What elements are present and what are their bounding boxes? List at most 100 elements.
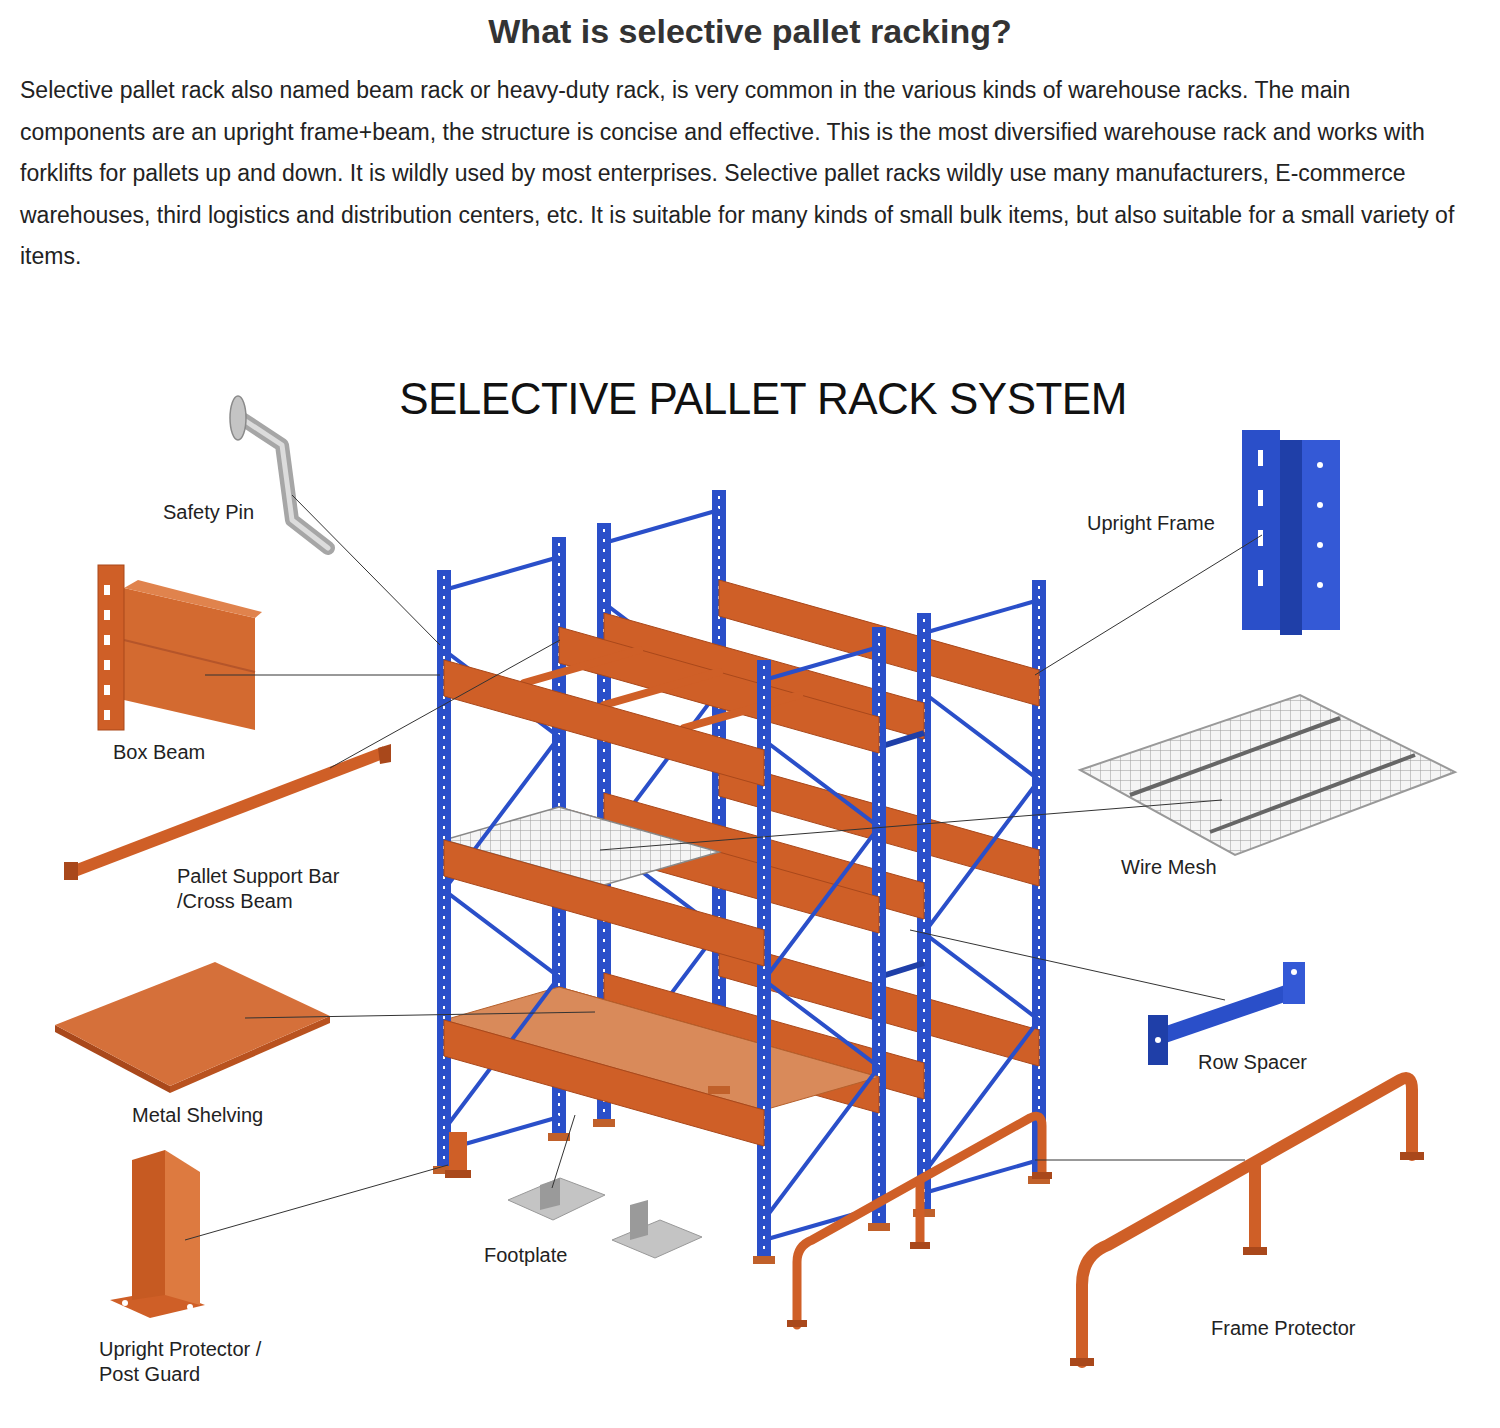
wire-mesh-part [1210, 755, 1415, 832]
beam [444, 840, 764, 966]
upright-protector-part [187, 1304, 193, 1310]
part-label: Row Spacer [1198, 1050, 1307, 1075]
safety-pin-part [244, 420, 328, 548]
row-spacer-part [1291, 969, 1297, 975]
upright-protector-part [110, 1150, 205, 1318]
beam [444, 660, 764, 786]
box-beam-part [104, 660, 110, 670]
row-spacer-part [1160, 985, 1285, 1045]
leader-line [205, 675, 440, 676]
footplate [868, 1223, 890, 1231]
post-guard [445, 1132, 471, 1178]
box-beam-part [104, 635, 110, 645]
upright-frame-part [1258, 570, 1263, 586]
footplate-part [630, 1200, 648, 1240]
part-label: Upright Frame [1087, 511, 1215, 536]
frame-protector [916, 1180, 925, 1245]
upright-frame-part [1258, 530, 1263, 546]
part-label: Metal Shelving [132, 1103, 263, 1128]
upright-frame-part [1242, 430, 1340, 635]
safety-pin-part [230, 396, 246, 440]
footplate [433, 1086, 1050, 1264]
part-label: Pallet Support Bar /Cross Beam [177, 864, 372, 914]
leader-line [600, 800, 1222, 850]
upright-frame-part [1317, 542, 1323, 548]
box-beam-part [104, 610, 110, 620]
leader-line [330, 640, 560, 768]
footplate [708, 1086, 730, 1094]
frame-bracing [604, 510, 719, 543]
row-spacer-part [1155, 1037, 1161, 1043]
upright-frame-part [1280, 440, 1302, 635]
part-label: Box Beam [113, 740, 205, 765]
frame-protector-part [1070, 1358, 1094, 1366]
upright-frame-part [1317, 502, 1323, 508]
footplate [753, 1256, 775, 1264]
cross-beam [604, 672, 719, 705]
frame-protector [910, 1242, 930, 1249]
beam [444, 660, 764, 1146]
row-spacer-part [1148, 962, 1305, 1065]
upright-frame-part [1317, 462, 1323, 468]
upright-frame-part [1302, 440, 1340, 630]
upright-protector-part [165, 1150, 200, 1305]
cross-beam [684, 695, 799, 728]
frame-bracing [924, 600, 1039, 633]
upright-protector-part [132, 1150, 165, 1300]
frame-protector [787, 1320, 807, 1327]
leader-line [185, 1165, 448, 1240]
safety-pin-part [230, 396, 328, 548]
box-beam-part [104, 685, 110, 695]
beam [444, 1020, 764, 1146]
leader-line [185, 495, 1262, 1240]
frame-protector [797, 1116, 1042, 1325]
box-beam-part [104, 585, 110, 595]
leader-line [292, 495, 440, 645]
upright-frame-part [1317, 582, 1323, 588]
leader-line [1035, 1160, 1245, 1161]
frame-bracing [764, 647, 879, 680]
intro-paragraph: Selective pallet rack also named beam ra… [20, 70, 1482, 278]
frame-protector-part [1070, 1078, 1424, 1366]
frame-bracing [444, 557, 559, 590]
footplate-part [508, 1178, 605, 1220]
frame-bracing [444, 557, 879, 1240]
frame-protector-part [1243, 1247, 1267, 1255]
upright-frame-part [1258, 490, 1263, 506]
pallet-support-bar-part [64, 744, 391, 880]
footplate-part [540, 1178, 560, 1210]
frame-protector-part [1400, 1152, 1424, 1160]
wire-mesh-part [1080, 695, 1455, 855]
part-label: Frame Protector [1211, 1316, 1355, 1341]
upright-protector-part [122, 1300, 128, 1306]
box-beam-part [98, 565, 124, 730]
post-guard [449, 1132, 467, 1174]
metal-shelving-part [55, 962, 330, 1093]
leader-line [552, 1115, 575, 1188]
leader-line [245, 1012, 595, 1018]
part-label: Wire Mesh [1121, 855, 1217, 880]
upright-frame-part [1258, 450, 1263, 466]
upright-post [437, 570, 771, 1260]
wire-mesh-part [1080, 695, 1455, 855]
row-spacer-part [1283, 962, 1305, 1004]
wire-mesh-part [1130, 718, 1340, 795]
frame-protector-part [1082, 1078, 1412, 1362]
part-label: Footplate [484, 1243, 567, 1268]
pallet-support-bar-part [64, 862, 78, 880]
leader-line [910, 930, 1225, 1000]
row-spacer-part [1148, 1015, 1168, 1065]
pallet-support-bar-part [72, 752, 385, 872]
metal-shelving-part [55, 962, 330, 1086]
part-label: Upright Protector / Post Guard [99, 1337, 299, 1387]
upright-frame-part [1258, 450, 1323, 588]
leader-line [1035, 535, 1262, 675]
box-beam-part [98, 565, 262, 730]
pallet-support-bar-part [378, 744, 391, 764]
box-beam-part [104, 585, 110, 720]
cross-beam [524, 650, 639, 683]
safety-pin-part [244, 420, 328, 548]
box-beam-part [124, 580, 262, 618]
frame-protector [1032, 1172, 1052, 1179]
frame-bracing [924, 693, 1039, 1173]
